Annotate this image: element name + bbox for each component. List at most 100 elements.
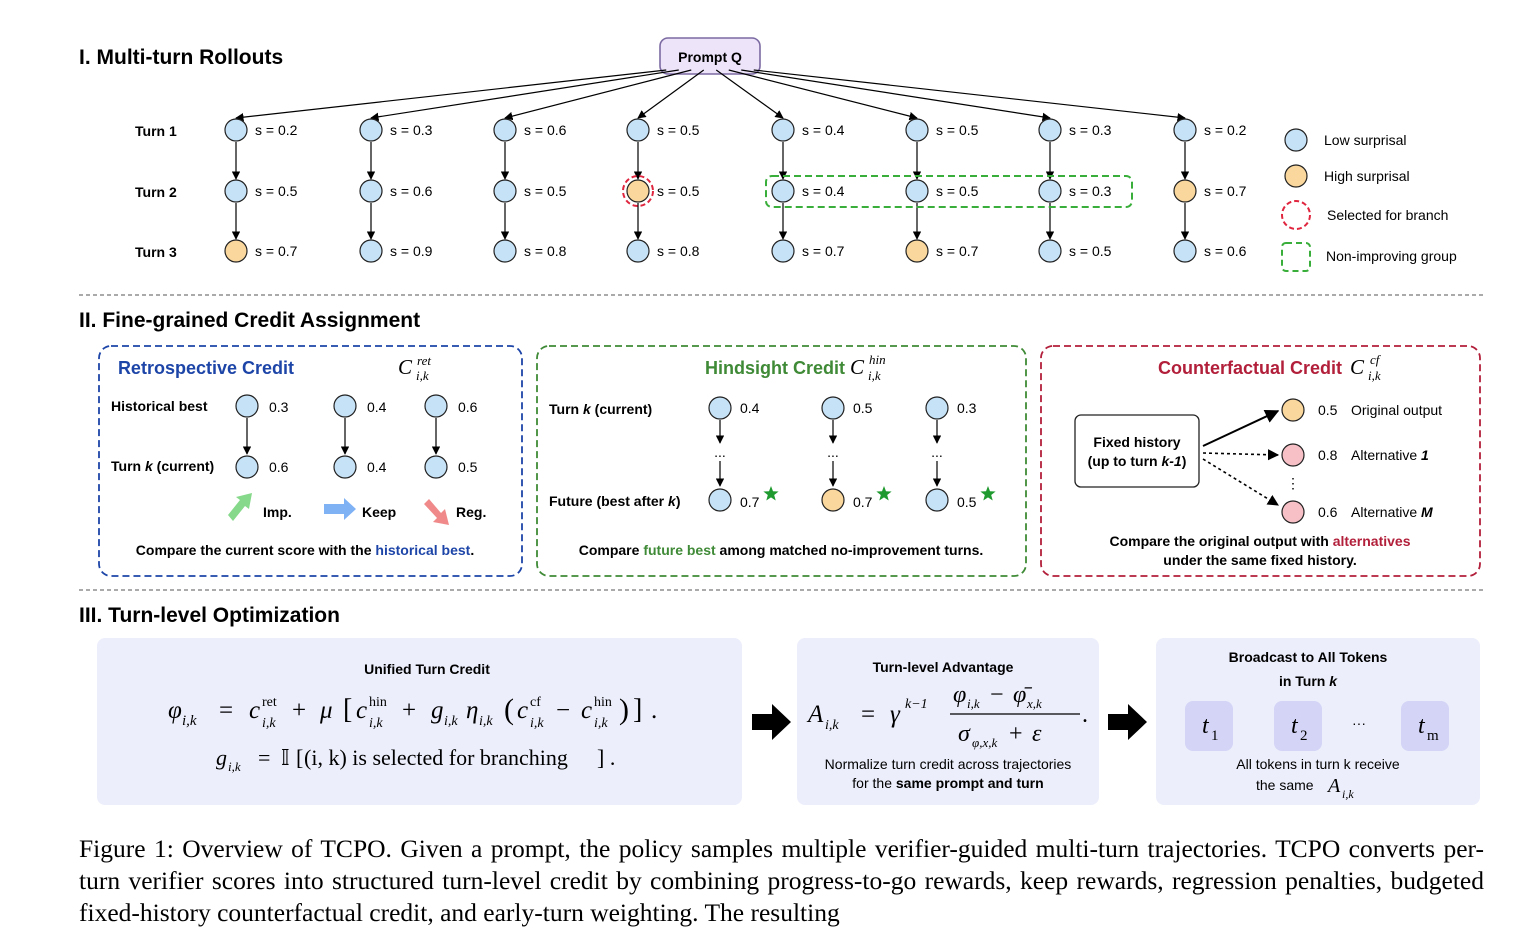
svg-text:μ: μ — [319, 697, 333, 724]
svg-text:g: g — [431, 697, 444, 724]
legend-high-label: High surprisal — [1324, 168, 1410, 184]
hind-turn-node — [708, 396, 732, 420]
svg-text:2: 2 — [1300, 728, 1308, 744]
turn-score-label: s = 0.7 — [255, 243, 298, 259]
retro-hist-value: 0.4 — [367, 399, 387, 415]
unified-title: Unified Turn Credit — [364, 661, 490, 677]
broadcast-note-2: the same A i,k — [1256, 775, 1354, 801]
turn-node — [359, 179, 383, 203]
hind-ellipsis: ... — [714, 444, 726, 460]
fixed-history-line1: Fixed history — [1093, 434, 1180, 450]
unified-formula: φ i,k = c ret i,k + μ [ c hin i,k + g i,… — [168, 693, 657, 731]
cf-sub: i,k — [1368, 368, 1381, 383]
svg-text:i,k: i,k — [967, 696, 980, 711]
svg-text:c: c — [581, 697, 592, 724]
cf-note-1: Compare the original output with alterna… — [1109, 533, 1410, 549]
prompt-edge-7 — [741, 69, 1051, 121]
retro-note: Compare the current score with the histo… — [136, 542, 474, 558]
turn-score-label: s = 0.6 — [1204, 243, 1247, 259]
hind-symbol: C — [850, 355, 865, 379]
flow-arrow-1 — [752, 704, 791, 740]
svg-text:c: c — [356, 697, 367, 724]
cf-arrow-altm — [1202, 458, 1279, 506]
retro-keep-label: Keep — [362, 504, 396, 520]
hind-future-value: 0.5 — [957, 494, 977, 510]
trajectory-8: s = 0.2s = 0.7s = 0.6 — [1173, 118, 1247, 263]
prompt-edge-5 — [715, 69, 784, 119]
turn-labels: Turn 1 Turn 2 Turn 3 — [135, 123, 177, 260]
turn-node — [493, 239, 517, 263]
turn-node — [905, 239, 929, 263]
hind-future-node — [925, 488, 949, 512]
legend-low-label: Low surprisal — [1324, 132, 1406, 148]
turn-node — [359, 118, 383, 142]
prompt-edge-3 — [504, 69, 692, 121]
section-title-optimization: III. Turn-level Optimization — [79, 604, 340, 627]
turn-score-label: s = 0.5 — [936, 122, 979, 138]
prompt-edge-8 — [753, 69, 1186, 122]
svg-text:=: = — [219, 697, 233, 724]
turn-label-2: Turn 2 — [135, 184, 177, 200]
prompt-edge-6 — [728, 69, 918, 121]
cf-arrow-original — [1202, 409, 1280, 447]
hind-note: Compare future best among matched no-imp… — [579, 542, 984, 558]
prompt-label: Prompt Q — [678, 49, 742, 65]
legend-group-swatch — [1281, 242, 1311, 272]
turn-node — [1038, 239, 1062, 263]
turn-node — [626, 118, 650, 142]
legend-branch-swatch — [1281, 200, 1311, 230]
trajectory-2: s = 0.3s = 0.6s = 0.9 — [359, 118, 433, 263]
hind-future-value: 0.7 — [740, 494, 760, 510]
turn-score-label: s = 0.3 — [1069, 122, 1112, 138]
hindsight-credit-panel: Hindsight Credit C hin i,k Turn k (curre… — [536, 345, 1027, 577]
branch-indicator-text: (i, k) is selected for branching — [304, 745, 568, 770]
svg-text:.: . — [1082, 702, 1088, 728]
legend-group-label: Non-improving group — [1326, 248, 1457, 264]
turn-score-label: s = 0.5 — [936, 183, 979, 199]
legend-low-swatch — [1284, 128, 1308, 152]
future-best-star-icon — [876, 486, 892, 501]
svg-text:m: m — [1427, 728, 1439, 744]
retro-symbol: C — [398, 355, 413, 379]
turn-score-label: s = 0.2 — [1204, 122, 1247, 138]
advantage-note-2: for the same prompt and turn — [852, 775, 1043, 791]
turn-node — [1038, 179, 1062, 203]
svg-text:1: 1 — [1211, 728, 1219, 744]
token-ellipsis: ··· — [1352, 715, 1366, 731]
svg-text:γ: γ — [890, 701, 901, 728]
svg-text:𝕀: 𝕀 — [281, 745, 290, 770]
retro-sup: ret — [417, 353, 431, 368]
svg-text:.: . — [651, 697, 657, 724]
retro-turn-node — [333, 455, 357, 479]
svg-text:[: [ — [343, 694, 352, 725]
prompt-node: Prompt Q — [659, 37, 761, 75]
turn-node — [224, 239, 248, 263]
svg-text:(: ( — [504, 693, 514, 726]
svg-text:t: t — [1202, 713, 1210, 739]
turn-score-label: s = 0.5 — [524, 183, 567, 199]
svg-text:−: − — [556, 697, 570, 724]
broadcast-title-2: in Turn k — [1279, 673, 1338, 689]
retro-title: Retrospective Credit — [118, 358, 294, 378]
trajectory-5: s = 0.4s = 0.4s = 0.7 — [771, 118, 845, 263]
turn-score-label: s = 0.6 — [524, 122, 567, 138]
svg-text:hin: hin — [369, 695, 387, 710]
hind-future-label: Future (best after k) — [549, 493, 680, 509]
turn-score-label: s = 0.2 — [255, 122, 298, 138]
svg-text:+: + — [402, 697, 416, 724]
cf-output-node — [1281, 500, 1305, 524]
broadcast-title-1: Broadcast to All Tokens — [1229, 649, 1388, 665]
turn-score-label: s = 0.7 — [802, 243, 845, 259]
turn-node — [1173, 118, 1197, 142]
hind-title: Hindsight Credit — [705, 358, 845, 378]
turn-score-label: s = 0.9 — [390, 243, 433, 259]
turn-node — [224, 179, 248, 203]
hind-sup: hin — [869, 352, 886, 367]
prompt-edge-2 — [370, 69, 679, 121]
trajectory-1: s = 0.2s = 0.5s = 0.7 — [224, 118, 298, 263]
cf-output-value: 0.8 — [1318, 447, 1338, 463]
svg-text:ε: ε — [1032, 721, 1042, 747]
turn-node — [1173, 239, 1197, 263]
turn-score-label: s = 0.5 — [657, 183, 700, 199]
